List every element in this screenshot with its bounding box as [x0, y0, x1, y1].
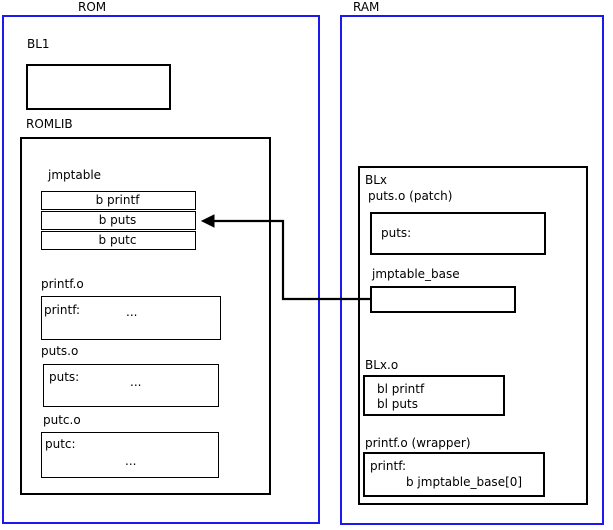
romlib-object-0-box: printf: ...: [41, 296, 221, 340]
bl1-label: BL1: [27, 37, 50, 51]
romlib-object-0-body: ...: [126, 305, 138, 319]
romlib-object-2-symbol: putc:: [45, 437, 76, 451]
puts-patch-box: puts:: [370, 212, 546, 255]
romlib-object-1-label: puts.o: [41, 344, 79, 358]
rom-region-label: ROM: [78, 0, 107, 14]
romlib-object-2-label: putc.o: [43, 413, 81, 427]
blx-label: BLx: [365, 173, 388, 187]
romlib-object-2-box: putc: ...: [41, 432, 219, 478]
jmptable-label: jmptable: [48, 168, 102, 182]
puts-patch-symbol: puts:: [381, 226, 412, 240]
blx-o-label: BLx.o: [365, 358, 399, 372]
puts-patch-label: puts.o (patch): [368, 189, 453, 203]
romlib-object-0-label: printf.o: [41, 277, 84, 291]
romlib-object-1-body: ...: [130, 375, 142, 389]
romlib-object-0-symbol: printf:: [44, 303, 81, 317]
jmptable-entry-0-text: b printf: [95, 193, 140, 207]
romlib-object-1-box: puts: ...: [43, 364, 219, 407]
printf-wrapper-instruction: b jmptable_base[0]: [406, 475, 523, 489]
jmptable-base-box[interactable]: [370, 286, 516, 313]
printf-wrapper-symbol: printf:: [370, 459, 407, 473]
jmptable-entry-2[interactable]: b putc: [41, 231, 196, 250]
romlib-label: ROMLIB: [26, 117, 73, 131]
blx-o-box: bl printf bl puts: [363, 375, 505, 416]
romlib-object-2-body: ...: [125, 454, 137, 468]
romlib-object-1-symbol: puts:: [49, 370, 80, 384]
jmptable-entry-2-text: b putc: [98, 233, 137, 247]
jmptable-entry-0[interactable]: b printf: [41, 191, 196, 210]
blx-o-line-0: bl printf: [377, 382, 425, 396]
printf-wrapper-label: printf.o (wrapper): [365, 436, 471, 450]
jmptable-entry-1[interactable]: b puts: [41, 211, 196, 230]
bl1-box: [26, 64, 171, 110]
blx-o-line-1: bl puts: [377, 397, 418, 411]
printf-wrapper-box: printf: b jmptable_base[0]: [363, 452, 545, 497]
jmptable-base-label: jmptable_base: [372, 267, 460, 281]
jmptable-entry-1-text: b puts: [98, 213, 137, 227]
ram-region-label: RAM: [353, 0, 380, 14]
